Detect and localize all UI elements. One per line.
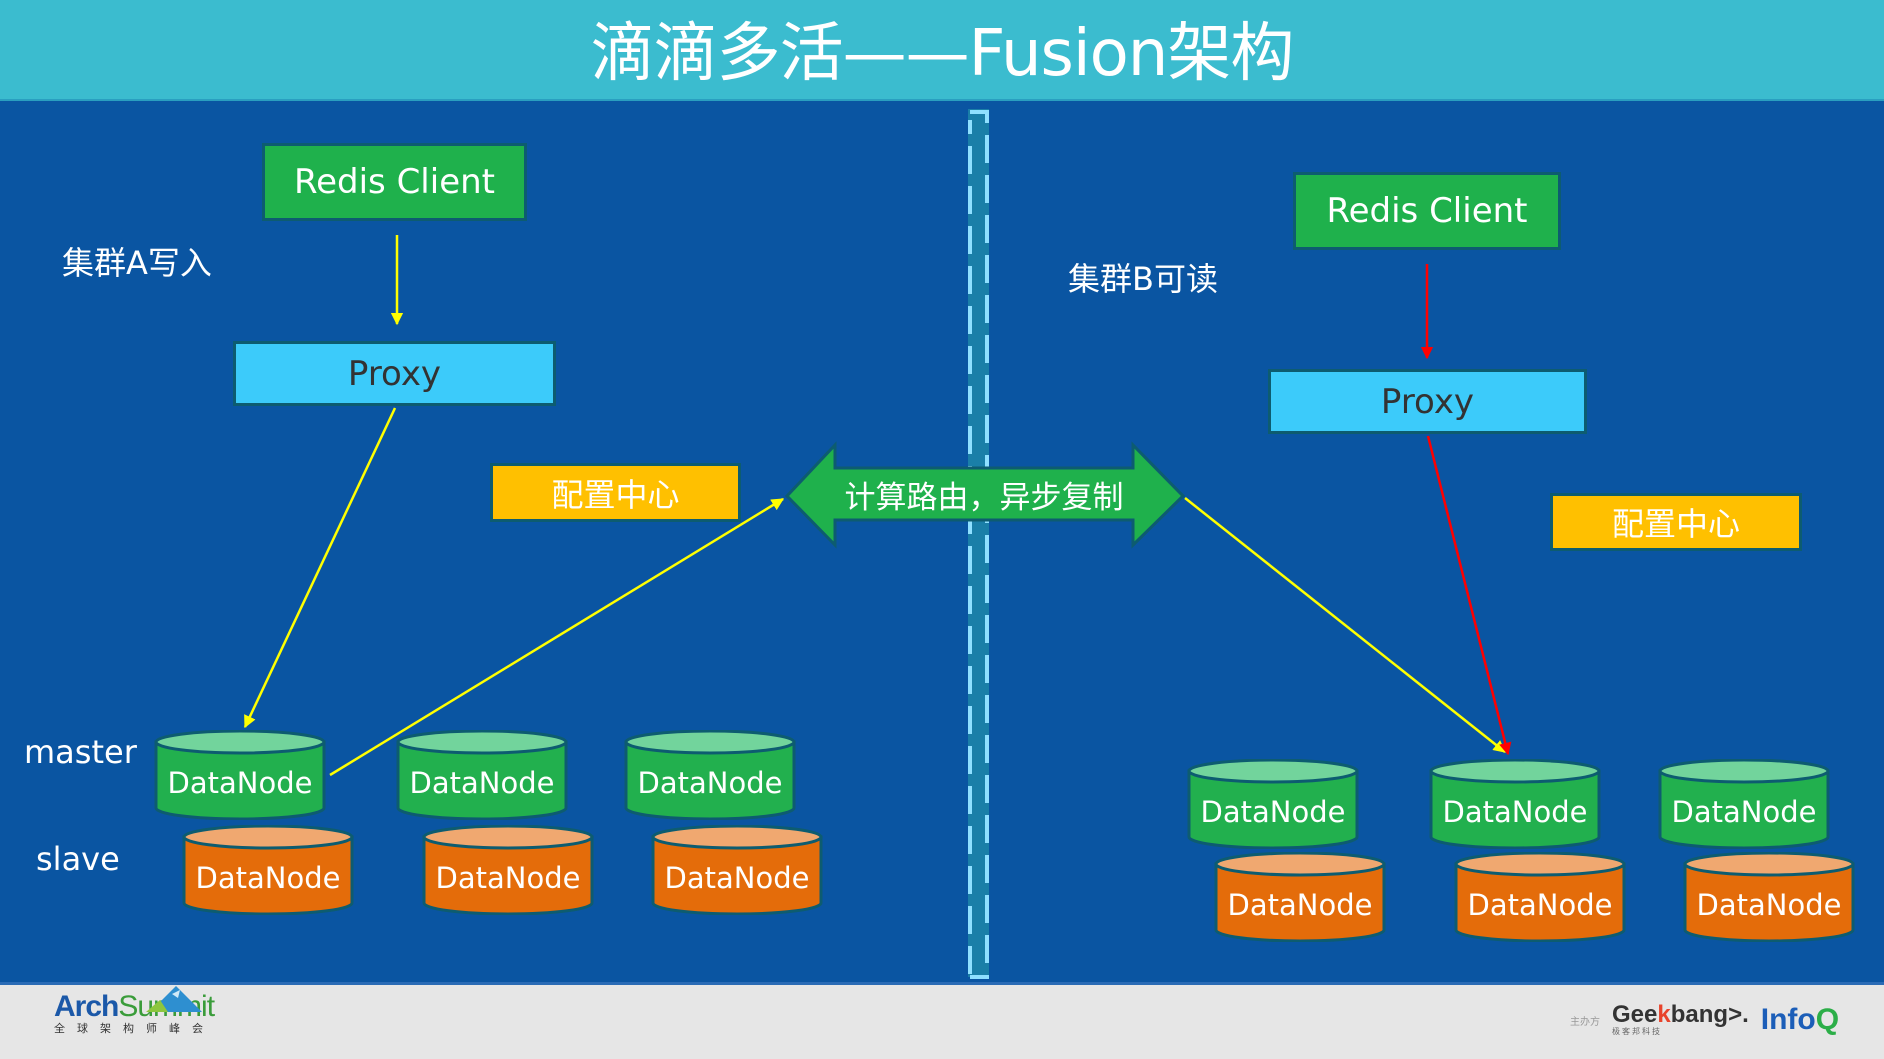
- database-cylinder-icon: [1658, 759, 1830, 849]
- footer: [0, 982, 1884, 1059]
- a-master-datanode-2: DataNode: [396, 730, 568, 820]
- infoq-text: Info: [1760, 1003, 1816, 1036]
- sponsor-logos: 主办方 Geekbang>. 极客邦科技 InfoQ: [1570, 1000, 1839, 1037]
- database-cylinder-icon: [154, 730, 326, 820]
- datanode-label: DataNode: [637, 766, 783, 800]
- cluster-b-label: 集群B可读: [1068, 260, 1218, 298]
- cluster-a-proxy-label: Proxy: [347, 353, 442, 394]
- datanode-label: DataNode: [1696, 888, 1842, 922]
- cluster-a-redis-client-label: Redis Client: [294, 162, 495, 202]
- cylinder-body: [651, 835, 823, 915]
- mountain-icon: [146, 986, 202, 1012]
- slave-role-label: slave: [36, 840, 120, 878]
- cylinder-body: [182, 835, 354, 915]
- cylinder-top: [1187, 759, 1359, 784]
- datanode-label: DataNode: [1467, 888, 1613, 922]
- cluster-b-config-center-label: 配置中心: [1611, 505, 1740, 543]
- a-master-datanode-3: DataNode: [624, 730, 796, 820]
- a-slave-datanode-3: DataNode: [651, 825, 823, 915]
- datacenter-divider: [968, 109, 989, 977]
- title-bar: 滴滴多活——Fusion架构: [0, 0, 1884, 101]
- cylinder-top: [651, 825, 823, 850]
- cluster-b-redis-client-label: Redis Client: [1326, 191, 1528, 231]
- a-master-datanode-1: DataNode: [154, 730, 326, 820]
- database-cylinder-icon: [182, 825, 354, 915]
- cylinder-top: [624, 730, 796, 755]
- cluster-a-label: 集群A写入: [62, 244, 212, 282]
- infoq-logo: InfoQ: [1761, 1003, 1839, 1037]
- geekbang-text-b: bang>.: [1670, 1000, 1749, 1028]
- cluster-b-proxy: Proxy: [1268, 369, 1587, 434]
- database-cylinder-icon: [624, 730, 796, 820]
- logo-subtitle: 全球架构师峰会: [54, 1022, 215, 1035]
- datanode-label: DataNode: [195, 861, 341, 895]
- b-master-datanode-1: DataNode: [1187, 759, 1359, 849]
- cylinder-body: [1658, 769, 1830, 849]
- cylinder-body: [422, 835, 594, 915]
- cylinder-top: [1658, 759, 1830, 784]
- datanode-label: DataNode: [167, 766, 313, 800]
- database-cylinder-icon: [1429, 759, 1601, 849]
- cluster-a-config-center: 配置中心: [490, 463, 741, 522]
- geekbang-subtitle: 极客邦科技: [1612, 1026, 1662, 1036]
- cluster-a-proxy: Proxy: [233, 341, 556, 406]
- cylinder-top: [1214, 852, 1386, 877]
- a-slave-datanode-1: DataNode: [182, 825, 354, 915]
- cylinder-body: [1454, 862, 1626, 942]
- database-cylinder-icon: [1214, 852, 1386, 942]
- cylinder-top: [1683, 852, 1855, 877]
- cylinder-body: [396, 740, 568, 820]
- cylinder-top: [396, 730, 568, 755]
- b-master-datanode-2: DataNode: [1429, 759, 1601, 849]
- replication-arrow-label: 计算路由，异步复制: [844, 479, 1124, 516]
- datanode-label: DataNode: [435, 861, 581, 895]
- database-cylinder-icon: [1187, 759, 1359, 849]
- database-cylinder-icon: [651, 825, 823, 915]
- cylinder-top: [154, 730, 326, 755]
- cylinder-body: [1187, 769, 1359, 849]
- datanode-label: DataNode: [664, 861, 810, 895]
- cluster-b-config-center: 配置中心: [1550, 493, 1802, 551]
- cylinder-body: [1683, 862, 1855, 942]
- cylinder-top: [422, 825, 594, 850]
- database-cylinder-icon: [422, 825, 594, 915]
- a-slave-datanode-2: DataNode: [422, 825, 594, 915]
- archsummit-logo: ArchSummit 全球架构师峰会: [54, 986, 215, 1036]
- cluster-b-proxy-label: Proxy: [1380, 381, 1475, 422]
- b-slave-datanode-2: DataNode: [1454, 852, 1626, 942]
- datanode-label: DataNode: [1671, 795, 1817, 829]
- master-role-label: master: [24, 733, 137, 771]
- cylinder-top: [1454, 852, 1626, 877]
- b-master-datanode-3: DataNode: [1658, 759, 1830, 849]
- cylinder-body: [624, 740, 796, 820]
- cylinder-body: [154, 740, 326, 820]
- infoq-q: Q: [1815, 1003, 1840, 1036]
- geekbang-logo: Geekbang>. 极客邦科技: [1612, 1000, 1749, 1037]
- cluster-b-redis-client: Redis Client: [1293, 172, 1561, 250]
- sponsor-label: 主办方: [1570, 1016, 1600, 1028]
- geekbang-text-k: k: [1657, 1000, 1671, 1028]
- geekbang-text-a: Gee: [1612, 1000, 1658, 1028]
- cylinder-body: [1429, 769, 1601, 849]
- cylinder-top: [182, 825, 354, 850]
- cylinder-top: [1429, 759, 1601, 784]
- datanode-label: DataNode: [1227, 888, 1373, 922]
- datanode-label: DataNode: [1200, 795, 1346, 829]
- slide-title: 滴滴多活——Fusion架构: [590, 17, 1295, 91]
- logo-arch-text: Arch: [54, 990, 119, 1023]
- cluster-a-config-center-label: 配置中心: [551, 475, 680, 514]
- cluster-a-redis-client: Redis Client: [262, 143, 527, 221]
- datanode-label: DataNode: [1442, 795, 1588, 829]
- database-cylinder-icon: [396, 730, 568, 820]
- b-slave-datanode-1: DataNode: [1214, 852, 1386, 942]
- b-slave-datanode-3: DataNode: [1683, 852, 1855, 942]
- database-cylinder-icon: [1454, 852, 1626, 942]
- cylinder-body: [1214, 862, 1386, 942]
- database-cylinder-icon: [1683, 852, 1855, 942]
- datanode-label: DataNode: [409, 766, 555, 800]
